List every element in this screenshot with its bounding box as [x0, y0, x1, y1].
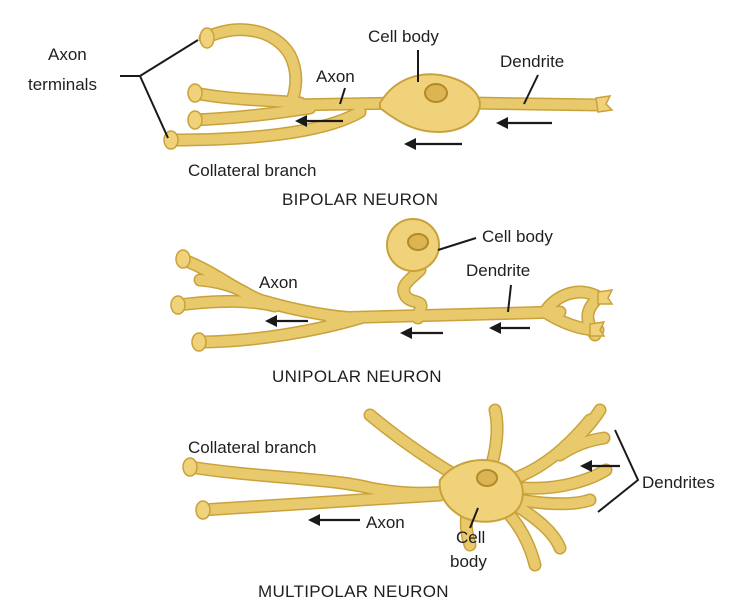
- multipolar-title: MULTIPOLAR NEURON: [258, 582, 449, 601]
- bipolar-label-cell-body: Cell body: [368, 27, 439, 46]
- multipolar-terminal-2: [196, 501, 210, 519]
- bipolar-neuron: Axon terminals Axon Cell body Dendrite C…: [28, 27, 612, 209]
- bipolar-nucleus: [425, 84, 447, 102]
- multipolar-terminal-1: [183, 458, 197, 476]
- unipolar-terminal-2: [171, 296, 185, 314]
- multipolar-nucleus: [477, 470, 497, 486]
- bipolar-terminal-2: [188, 84, 202, 102]
- bipolar-title: BIPOLAR NEURON: [282, 190, 438, 209]
- unipolar-nucleus: [408, 234, 428, 250]
- multipolar-arrow-1: [308, 514, 360, 526]
- multipolar-cell-body: [440, 460, 523, 522]
- unipolar-processes: [178, 260, 600, 342]
- unipolar-label-dendrite: Dendrite: [466, 261, 530, 280]
- bipolar-terminal-1: [200, 28, 214, 48]
- bipolar-arrow-3: [496, 117, 552, 129]
- multipolar-label-cell: Cell: [456, 528, 485, 547]
- bipolar-axon-terminals-leader-top: [120, 40, 198, 76]
- bipolar-terminal-3: [188, 111, 202, 129]
- unipolar-arrow-2: [400, 327, 443, 339]
- multipolar-processes: [190, 410, 606, 565]
- unipolar-terminal-3: [192, 333, 206, 351]
- unipolar-title: UNIPOLAR NEURON: [272, 367, 442, 386]
- unipolar-neuron: Cell body Axon Dendrite UNIPOLAR NEURON: [171, 219, 612, 386]
- unipolar-arrow-3: [489, 322, 530, 334]
- multipolar-label-body: body: [450, 552, 487, 571]
- bipolar-label-axon: Axon: [316, 67, 355, 86]
- multipolar-label-collateral-branch: Collateral branch: [188, 438, 317, 457]
- unipolar-dendrite-tip-1: [598, 290, 612, 304]
- bipolar-arrow-2: [404, 138, 462, 150]
- unipolar-label-cell-body: Cell body: [482, 227, 553, 246]
- multipolar-label-axon: Axon: [366, 513, 405, 532]
- unipolar-terminal-1: [176, 250, 190, 268]
- unipolar-label-axon: Axon: [259, 273, 298, 292]
- multipolar-label-dendrites: Dendrites: [642, 473, 715, 492]
- bipolar-label-axon-terminals-1: Axon: [48, 45, 87, 64]
- bipolar-label-dendrite: Dendrite: [500, 52, 564, 71]
- multipolar-neuron: Collateral branch Axon Cell body Dendrit…: [183, 410, 715, 601]
- bipolar-label-collateral-branch: Collateral branch: [188, 161, 317, 180]
- bipolar-label-axon-terminals-2: terminals: [28, 75, 97, 94]
- bipolar-cell-body: [380, 74, 480, 132]
- bipolar-dendrite-tip: [596, 96, 612, 112]
- unipolar-cell-body-leader: [438, 238, 476, 250]
- bipolar-axon-terminals-leader-bottom: [140, 76, 168, 138]
